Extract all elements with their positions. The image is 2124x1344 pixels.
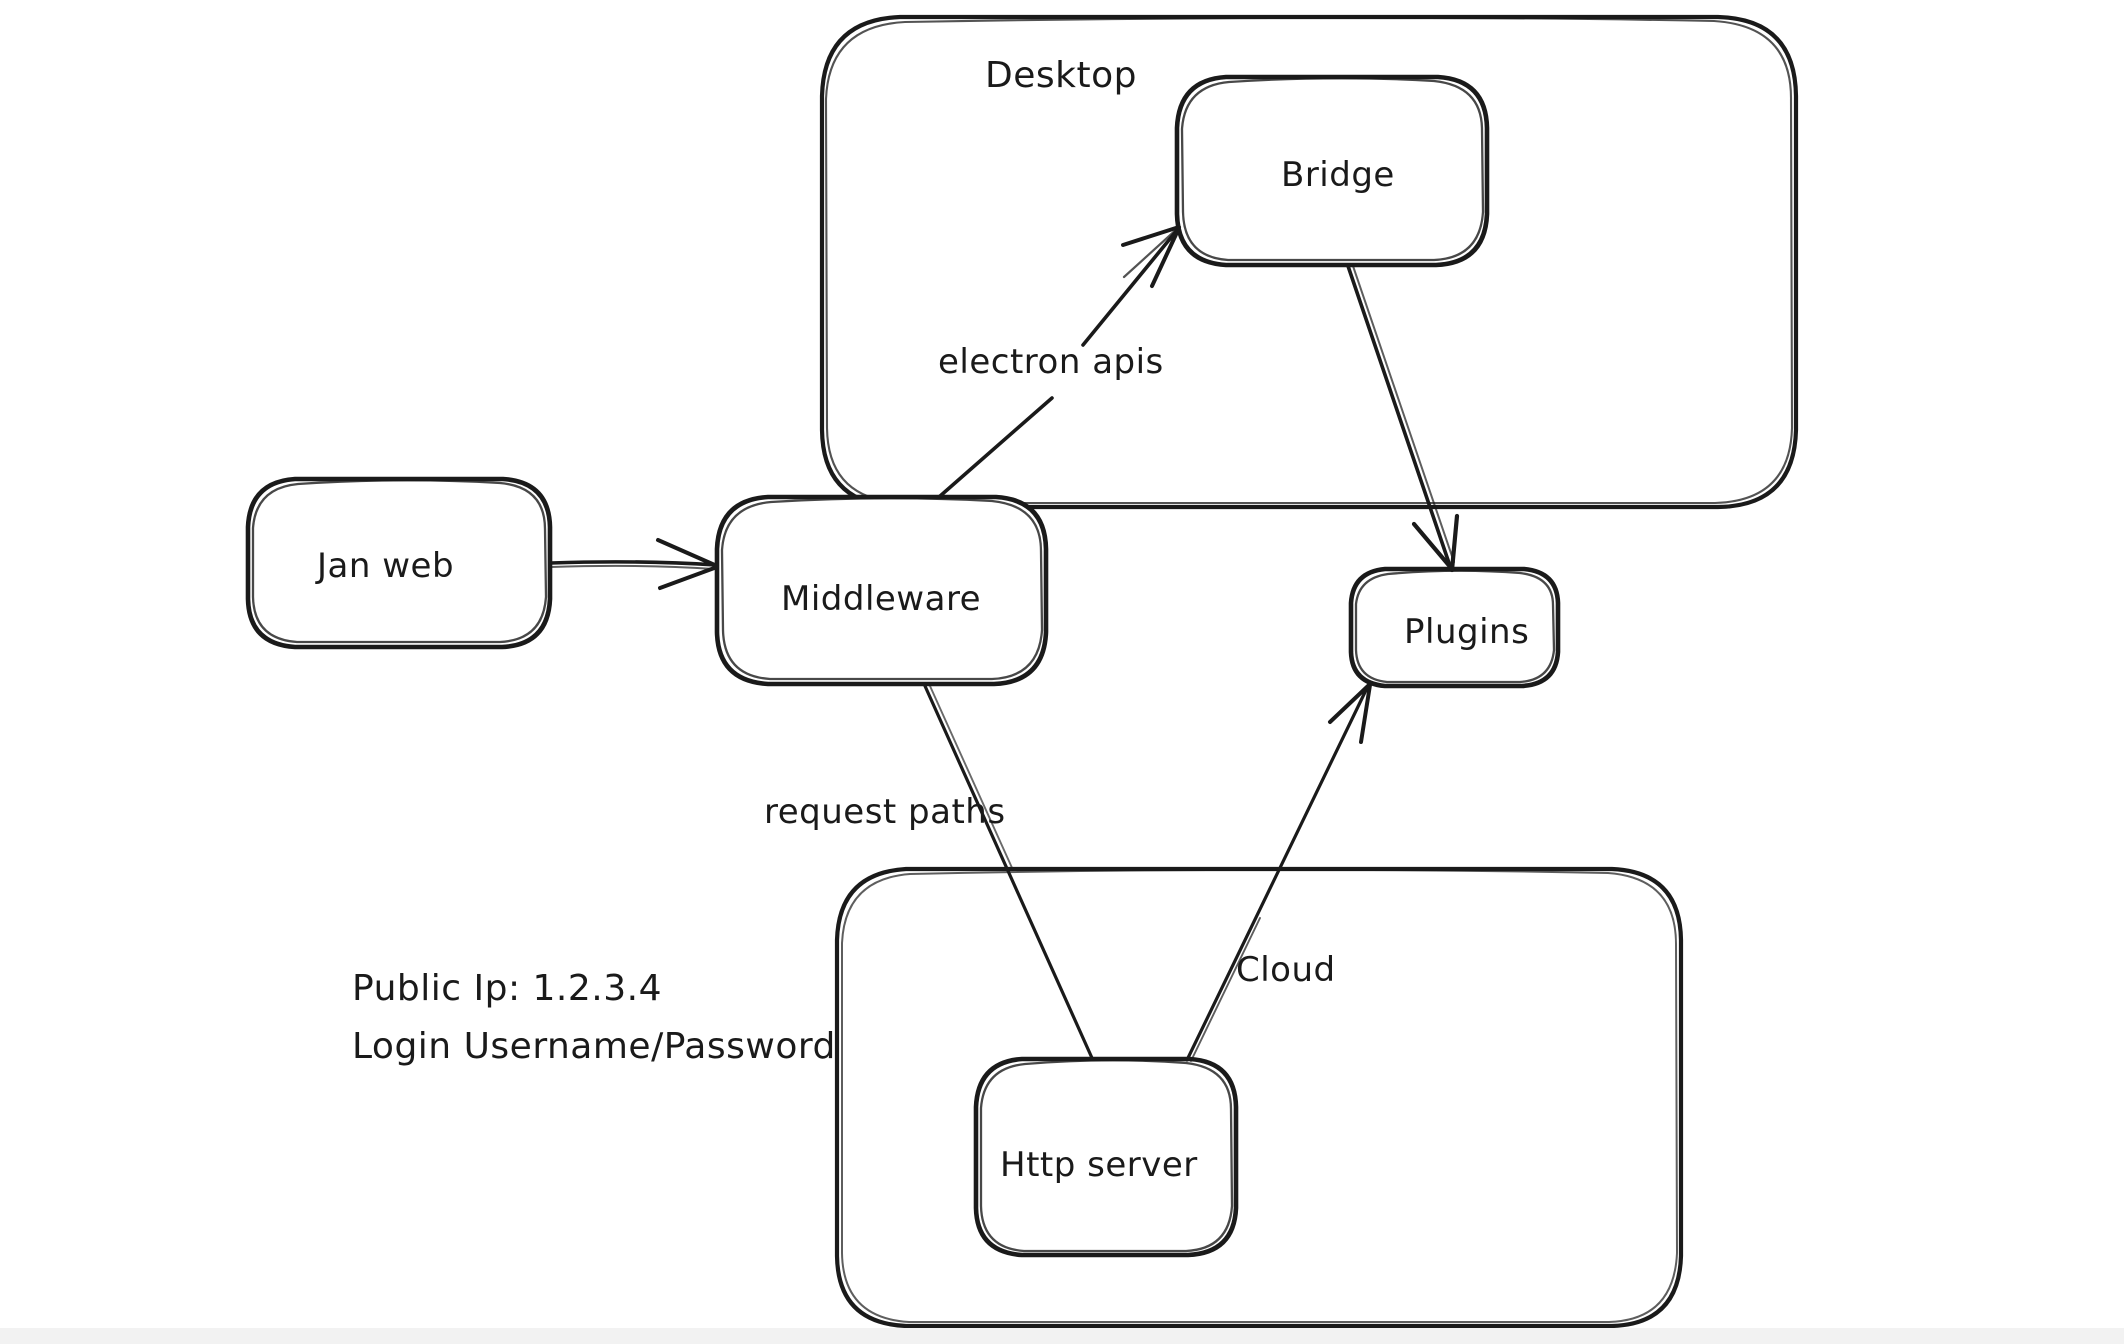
node-middleware[interactable]	[714, 494, 1049, 687]
group-desktop	[819, 14, 1799, 510]
note-login-credentials: Login Username/Password	[352, 1026, 836, 1067]
edge-label-cloud: Cloud	[1236, 950, 1336, 990]
node-label-plugins: Plugins	[1404, 612, 1530, 652]
edge-middleware-to-http-server	[923, 684, 1094, 1060]
edge-bridge-to-plugins	[1346, 264, 1460, 573]
edge-middleware-to-bridge	[937, 225, 1181, 499]
group-cloud	[834, 866, 1684, 1329]
node-label-middleware: Middleware	[781, 579, 982, 619]
edge-jan-web-to-middleware	[549, 538, 719, 590]
node-http-server[interactable]	[973, 1056, 1239, 1258]
edge-label-electron-apis: electron apis	[938, 342, 1164, 382]
group-label-desktop: Desktop	[985, 55, 1137, 96]
edge-http-server-to-plugins	[1185, 683, 1372, 1062]
edge-label-request-paths: request paths	[764, 792, 1006, 832]
node-label-http-server: Http server	[1000, 1145, 1198, 1185]
bottom-strip	[0, 1328, 2124, 1344]
node-label-jan-web: Jan web	[317, 546, 455, 586]
notes-block: Public Ip: 1.2.3.4 Login Username/Passwo…	[352, 960, 836, 1076]
node-jan-web[interactable]	[245, 476, 553, 650]
node-bridge[interactable]	[1174, 74, 1490, 268]
node-label-bridge: Bridge	[1281, 155, 1395, 195]
note-public-ip: Public Ip: 1.2.3.4	[352, 968, 662, 1009]
node-plugins[interactable]	[1348, 566, 1561, 689]
